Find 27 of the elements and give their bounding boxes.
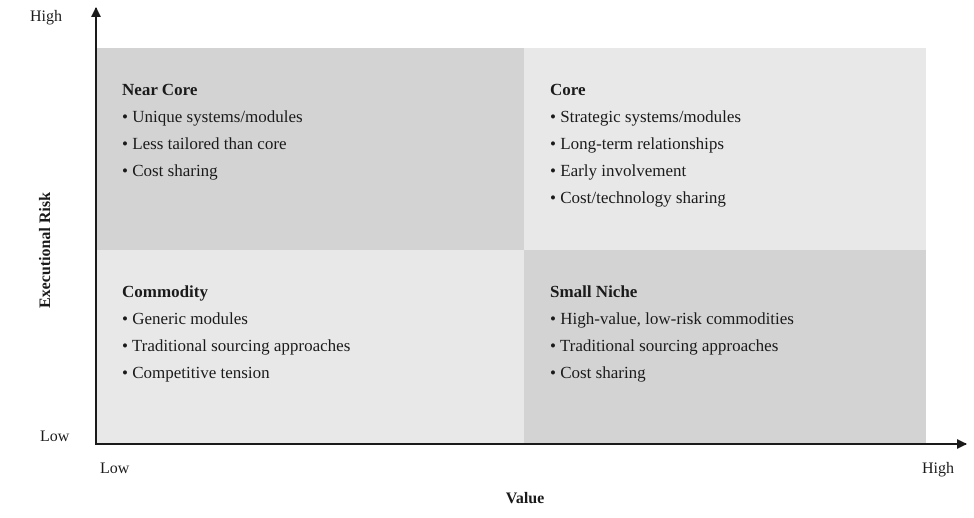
quadrant-panel: [524, 48, 926, 250]
quadrant-panel: [96, 250, 524, 444]
bullet-item: • Cost sharing: [122, 160, 219, 182]
bullet-item: • Strategic systems/modules: [550, 106, 742, 128]
quadrant-title: Core: [550, 79, 587, 101]
bullet-item: • Unique systems/modules: [122, 106, 304, 128]
bullet-item: • Cost/technology sharing: [550, 187, 727, 209]
bullet-item: • Competitive tension: [122, 362, 271, 384]
bullet-item: • Generic modules: [122, 308, 249, 330]
bullet-item: • High-value, low-risk commodities: [550, 308, 795, 330]
axis-label: High: [30, 8, 62, 26]
bullet-item: • Long-term relationships: [550, 133, 726, 155]
bullet-item: • Cost sharing: [550, 362, 647, 384]
quadrant-title: Small Niche: [550, 281, 638, 303]
bullet-item: • Traditional sourcing approaches: [122, 335, 352, 357]
axis-label: Low: [40, 428, 70, 446]
axis-title: Executional Risk: [37, 192, 55, 308]
quadrant-title: Commodity: [122, 281, 209, 303]
quadrant-panel: [96, 48, 524, 250]
axis-label: High: [922, 460, 954, 478]
axis-label: Low: [100, 460, 130, 478]
bullet-item: • Early involvement: [550, 160, 688, 182]
quadrant-panel: [524, 250, 926, 444]
quadrant-title: Near Core: [122, 79, 198, 101]
axis-title: Value: [506, 490, 544, 508]
bullet-item: • Less tailored than core: [122, 133, 288, 155]
bullet-item: • Traditional sourcing approaches: [550, 335, 780, 357]
